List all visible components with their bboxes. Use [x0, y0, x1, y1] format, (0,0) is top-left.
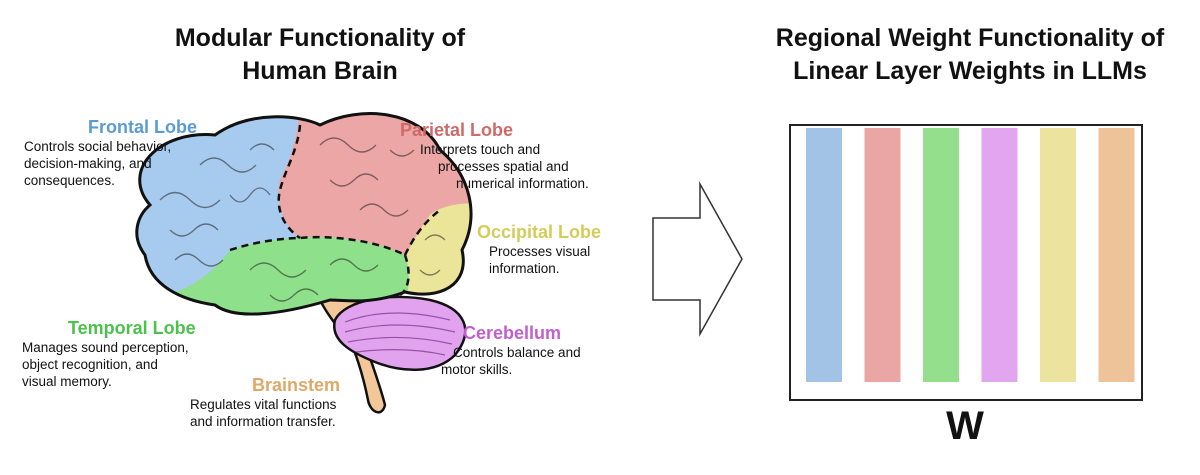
cerebellum-desc-line2: motor skills.	[441, 362, 513, 377]
weight-stripe-1	[806, 128, 842, 382]
cerebellum-name: Cerebellum	[463, 323, 562, 343]
occipital-lobe-shape	[400, 203, 471, 315]
frontal-lobe-label: Frontal Lobe Controls social behavior, d…	[24, 116, 214, 189]
weight-stripe-6	[1098, 128, 1135, 382]
right-title-line1: Regional Weight Functionality of	[775, 24, 1165, 52]
weight-matrix-stripes	[806, 128, 1135, 382]
weight-stripe-4	[981, 128, 1018, 382]
occipital-lobe-desc-line2: information.	[489, 261, 560, 276]
frontal-lobe-desc-line1: Controls social behavior,	[24, 139, 172, 154]
frontal-lobe-desc-line2: decision-making, and	[24, 156, 152, 171]
parietal-lobe-name: Parietal Lobe	[400, 120, 514, 140]
left-title: Modular Functionality of Human Brain	[110, 22, 530, 88]
left-title-line2: Human Brain	[242, 57, 398, 85]
temporal-lobe-label: Temporal Lobe Manages sound perception, …	[22, 317, 222, 390]
occipital-lobe-name: Occipital Lobe	[477, 222, 602, 242]
parietal-lobe-desc-line3: numerical information.	[456, 176, 589, 191]
temporal-lobe-desc-line3: visual memory.	[22, 374, 112, 389]
region-boundaries	[229, 124, 441, 297]
brainstem-desc-line1: Regulates vital functions	[190, 397, 337, 412]
brain-gyri-texture	[159, 137, 446, 302]
weight-matrix-label: W	[946, 404, 984, 448]
weight-stripe-2	[864, 128, 901, 382]
right-title: Regional Weight Functionality of Linear …	[740, 22, 1200, 88]
parietal-lobe-desc-line1: Interprets touch and	[420, 142, 541, 157]
temporal-lobe-desc-line2: object recognition, and	[22, 357, 158, 372]
cerebellum-desc-line1: Controls balance and	[453, 345, 581, 360]
occipital-lobe-label: Occipital Lobe Processes visual informat…	[477, 221, 627, 277]
weight-stripe-3	[923, 128, 959, 382]
cerebellum-folds	[344, 312, 456, 356]
occipital-lobe-desc-line1: Processes visual	[489, 244, 591, 259]
left-title-line1: Modular Functionality of	[174, 24, 466, 52]
right-title-line2: Linear Layer Weights in LLMs	[793, 57, 1147, 85]
weight-stripe-5	[1040, 128, 1076, 382]
temporal-lobe-name: Temporal Lobe	[68, 318, 196, 338]
brainstem-label: Brainstem Regulates vital functions and …	[190, 374, 380, 430]
weight-matrix-frame	[789, 124, 1143, 401]
brainstem-desc-line2: and information transfer.	[190, 414, 336, 429]
brain-outline	[135, 112, 473, 316]
right-arrow-icon	[652, 181, 743, 337]
temporal-lobe-desc-line1: Manages sound perception,	[22, 340, 189, 355]
frontal-lobe-desc-line3: consequences.	[24, 173, 115, 188]
brainstem-name: Brainstem	[252, 375, 341, 395]
frontal-lobe-name: Frontal Lobe	[88, 117, 197, 137]
parietal-lobe-label: Parietal Lobe Interprets touch and proce…	[400, 119, 600, 192]
cerebellum-label: Cerebellum Controls balance and motor sk…	[441, 322, 611, 378]
parietal-lobe-desc-line2: processes spatial and	[438, 159, 569, 174]
